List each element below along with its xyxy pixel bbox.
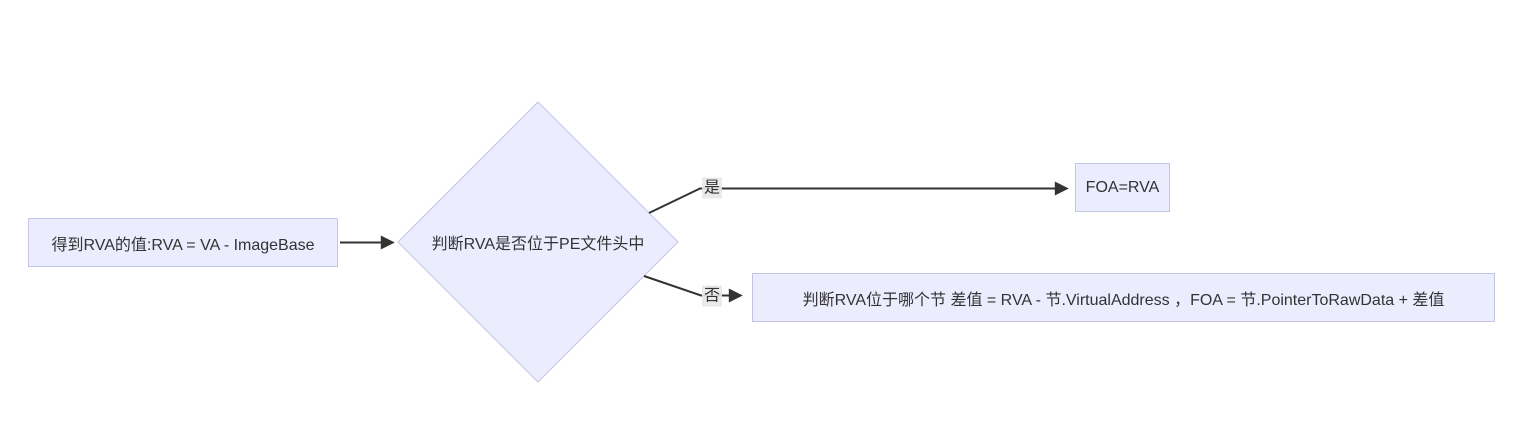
edge-decision-yes — [648, 181, 1069, 214]
decision-diamond-shape — [397, 101, 679, 383]
node-yes-result: FOA=RVA — [1075, 163, 1170, 212]
edge-label-no: 否 — [701, 285, 723, 307]
node-yes-result-label: FOA=RVA — [1085, 178, 1160, 196]
edge-decision-no — [643, 275, 743, 303]
node-decision-label: 判断RVA是否位于PE文件头中 — [431, 236, 645, 253]
node-start-label: 得到RVA的值:RVA = VA - ImageBase — [51, 236, 315, 254]
node-start: 得到RVA的值:RVA = VA - ImageBase — [28, 218, 338, 267]
edge-label-yes: 是 — [701, 177, 723, 199]
node-no-result: 判断RVA位于哪个节 差值 = RVA - 节.VirtualAddress ，… — [752, 273, 1495, 322]
node-no-result-label: 判断RVA位于哪个节 差值 = RVA - 节.VirtualAddress ，… — [802, 291, 1445, 309]
